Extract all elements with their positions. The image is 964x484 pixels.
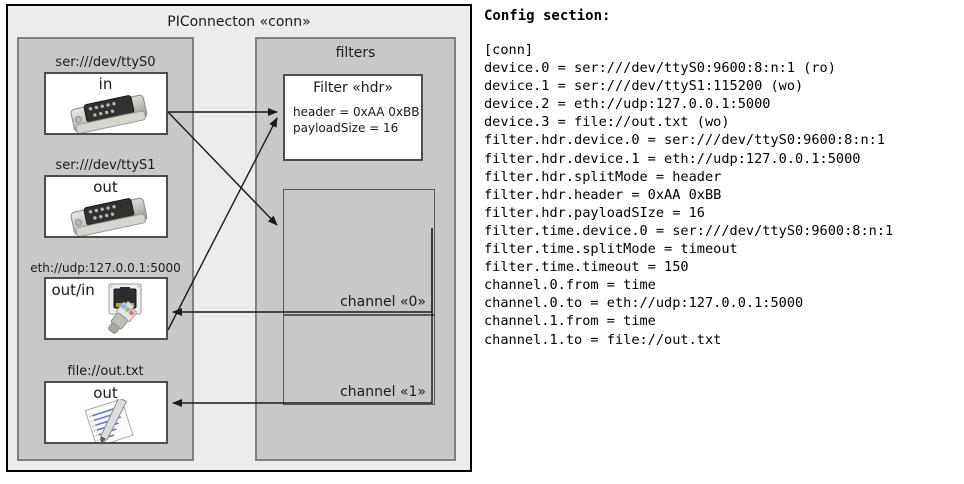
device-box-eth[interactable]: out/in [43,277,168,340]
config-line: filter.hdr.device.1 = eth://udp:127.0.0.… [484,150,861,167]
config-section: Config section: [conn] device.0 = ser:///… [482,0,964,484]
device-box-file[interactable]: out [43,381,168,444]
device-label-ttys0: ser:///dev/ttyS0 [55,55,156,70]
devices-panel: ser:///dev/ttyS0 in [17,37,194,461]
architecture-diagram: PIConnecton «conn» ser:///dev/ttyS0 in [0,0,476,484]
filter-title-hdr: Filter «hdr» [313,80,393,96]
filter-attr: header = 0xAA 0xBB [293,105,420,119]
config-line: device.2 = eth://udp:127.0.0.1:5000 [484,96,771,113]
device-box-ttys1[interactable]: out [43,175,168,238]
text-document-icon [82,397,142,442]
config-heading: Config section: [484,8,611,24]
serial-port-icon [66,197,152,236]
channel-box-1[interactable]: channel «1» [283,315,435,405]
device-label-eth: eth://udp:127.0.0.1:5000 [30,261,181,275]
config-line: filter.hdr.splitMode = header [484,168,722,185]
device-direction-ttys1: out [93,178,118,196]
config-line: device.1 = ser:///dev/ttyS1:115200 (wo) [484,78,804,95]
config-line: filter.time.timeout = 150 [484,259,689,276]
config-line: [conn] [484,42,534,58]
filter-attr: payloadSize = 16 [293,121,399,136]
channel-label-1: channel «1» [340,384,426,400]
device-label-file: file://out.txt [67,364,144,379]
channel-box-0[interactable]: channel «0» [283,189,435,315]
config-line: channel.1.from = time [484,313,656,330]
filters-panel-title: filters [335,45,376,61]
config-line: filter.hdr.header = 0xAA 0xBB [484,186,722,203]
device-direction-eth: out/in [51,281,95,299]
config-line: device.3 = file://out.txt (wo) [484,114,730,131]
channel-label-0: channel «0» [340,294,426,310]
device-group-ttys0: ser:///dev/ttyS0 in [19,55,192,135]
device-box-ttys0[interactable]: in [43,72,168,135]
config-line: filter.time.device.0 = ser:///dev/ttyS0:… [484,222,894,239]
device-direction-file: out [93,384,118,402]
config-line: channel.0.to = eth://udp:127.0.0.1:5000 [484,295,804,312]
config-line: filter.hdr.payloadSIze = 16 [484,204,705,221]
device-direction-ttys0: in [98,75,113,93]
device-group-file: file://out.txt out [19,364,192,444]
ethernet-jack-icon [101,281,166,338]
device-group-eth: eth://udp:127.0.0.1:5000 out/in [19,261,192,340]
config-line: filter.hdr.device.0 = ser:///dev/ttyS0:9… [484,132,886,149]
filter-box-hdr[interactable]: Filter «hdr» header = 0xAA 0xBB payloadS… [283,74,423,161]
filters-panel: filters Filter «hdr» header = 0xAA 0xBB … [255,37,456,461]
config-line: device.0 = ser:///dev/ttyS0:9600:8:n:1 (… [484,60,836,77]
config-line: channel.0.from = time [484,277,656,294]
filter-attrs-hdr: header = 0xAA 0xBB payloadSize = 16 [285,104,421,136]
device-label-ttys1: ser:///dev/ttyS1 [55,158,156,173]
device-group-ttys1: ser:///dev/ttyS1 out [19,158,192,238]
connection-title: PIConnecton «conn» [167,14,311,30]
serial-port-icon [66,94,152,133]
config-line: channel.1.to = file://out.txt [484,331,722,348]
config-line: filter.time.splitMode = timeout [484,241,738,258]
config-text-block: [conn] device.0 = ser:///dev/ttyS0:9600:8… [484,41,893,349]
